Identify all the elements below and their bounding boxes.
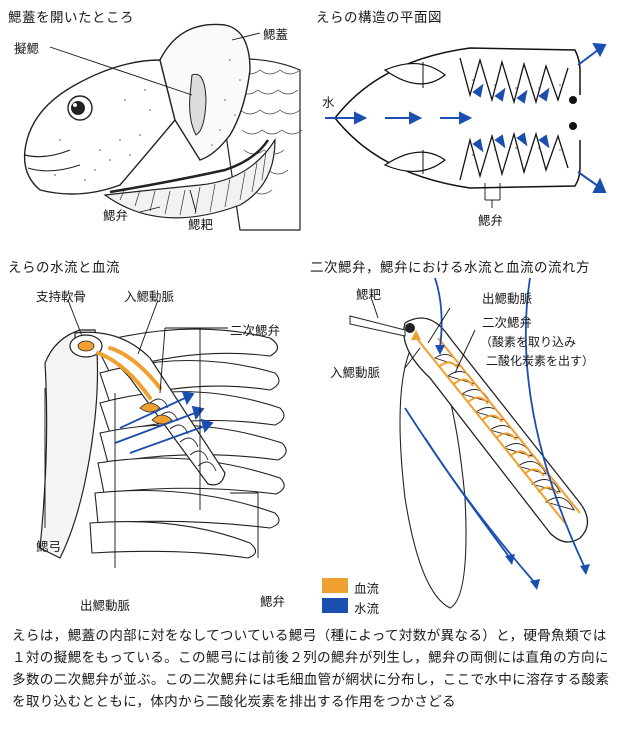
panel-title: えらの水流と血流 xyxy=(8,260,120,276)
label-pseudobranch: 擬鰓 xyxy=(14,41,40,56)
legend-water-swatch xyxy=(322,598,348,613)
caption-text: えらは，鰓蓋の内部に対をなしてついている鰓弓（種によって対数が異なる）と，硬骨魚… xyxy=(12,628,610,710)
fish-head-illustration xyxy=(23,23,303,231)
panel-operculum-open: 鰓蓋を開いたところ xyxy=(0,0,310,240)
label-operculum: 鰓蓋 xyxy=(263,27,289,42)
label-raker: 鰓耙 xyxy=(356,287,382,302)
panel-gill-plan-view: えらの構造の平面図 xyxy=(310,0,623,240)
label-afferent-artery: 入鰓動脈 xyxy=(124,289,175,304)
label-water: 水 xyxy=(322,95,335,110)
panel-water-blood-flow: えらの水流と血流 xyxy=(0,248,310,613)
panel-title: 鰓蓋を開いたところ xyxy=(8,10,134,26)
label-filament: 鰓弁 xyxy=(478,213,504,228)
panel-lamella-flow: 二次鰓弁，鰓弁における水流と血流の流れ方 xyxy=(310,248,623,616)
label-raker: 鰓耙 xyxy=(188,217,214,232)
gill-filament-3d-diagram xyxy=(39,299,287,568)
label-efferent-artery: 出鰓動脈 xyxy=(80,598,131,613)
legend-blood-label: 血流 xyxy=(354,581,380,596)
legend-blood-swatch xyxy=(322,578,348,593)
label-afferent-artery: 入鰓動脈 xyxy=(330,365,381,380)
gill-plan-view-diagram xyxy=(325,42,607,208)
panel-title: えらの構造の平面図 xyxy=(316,10,442,26)
filament-flow-diagram xyxy=(349,277,590,609)
label-secondary-lamella: 二次鰓弁 xyxy=(482,315,533,330)
label-function-note-line1: （酸素を取り込み xyxy=(480,335,577,349)
label-support-cartilage: 支持軟骨 xyxy=(36,289,87,304)
label-secondary-lamella: 二次鰓弁 xyxy=(230,323,281,338)
label-gill-arch: 鰓弓 xyxy=(36,539,62,554)
label-filament: 鰓弁 xyxy=(260,594,286,609)
legend-water-label: 水流 xyxy=(354,601,380,616)
panel-title: 二次鰓弁，鰓弁における水流と血流の流れ方 xyxy=(310,260,590,276)
label-efferent-artery: 出鰓動脈 xyxy=(482,291,533,306)
label-function-note-line2: 二酸化炭素を出す） xyxy=(486,354,595,368)
label-filament: 鰓弁 xyxy=(103,208,129,223)
